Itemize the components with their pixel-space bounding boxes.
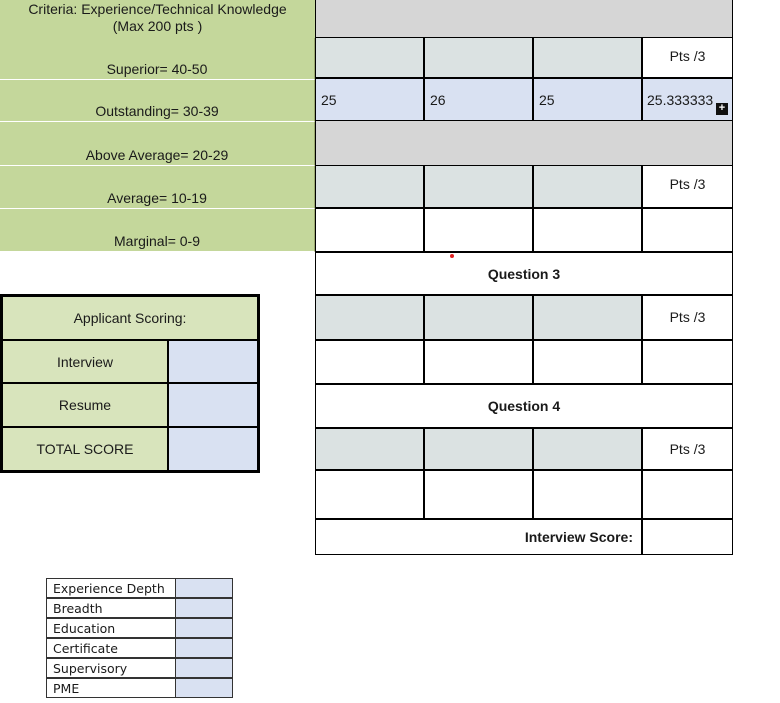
total-score-field[interactable] (168, 427, 258, 471)
factor-label: Breadth (46, 598, 176, 618)
pts-label: Pts /3 (642, 37, 733, 78)
score-cell[interactable] (424, 428, 533, 470)
criteria-title-line2: (Max 200 pts ) (112, 18, 203, 34)
pts-label: Pts /3 (642, 165, 733, 208)
grid-header-gray (315, 0, 733, 37)
score-cell[interactable] (315, 37, 424, 78)
score-cell[interactable] (533, 470, 642, 519)
score-cell[interactable] (315, 428, 424, 470)
criteria-outstanding: Outstanding= 30-39 (0, 80, 315, 122)
criteria-title-line1: Criteria: Experience/Technical Knowledge (28, 1, 287, 17)
total-score-label: TOTAL SCORE (2, 427, 168, 471)
average-value[interactable]: 25.333333 (642, 78, 733, 121)
interview-label: Interview (2, 340, 168, 383)
criteria-above-average: Above Average= 20-29 (0, 122, 315, 166)
score-cell[interactable] (424, 208, 533, 252)
interview-score-label: Interview Score: (315, 519, 642, 555)
score-cell[interactable] (533, 340, 642, 384)
score-cell[interactable] (315, 165, 424, 208)
red-dot-icon (450, 254, 454, 258)
factor-value[interactable] (175, 678, 233, 698)
applicant-scoring-header: Applicant Scoring: (2, 296, 258, 340)
grid-separator-gray (315, 121, 733, 165)
score-cell[interactable] (424, 295, 533, 340)
score-cell[interactable] (533, 428, 642, 470)
factor-label: Education (46, 618, 176, 638)
score-cell[interactable] (315, 340, 424, 384)
score-cell[interactable] (642, 340, 733, 384)
criteria-average: Average= 10-19 (0, 166, 315, 209)
factor-label: Experience Depth (46, 578, 176, 598)
score-cell[interactable] (533, 208, 642, 252)
score-cell[interactable] (315, 208, 424, 252)
question-3-label: Question 3 (315, 252, 733, 295)
factor-label: PME (46, 678, 176, 698)
factor-value[interactable] (175, 598, 233, 618)
resume-label: Resume (2, 383, 168, 427)
criteria-marginal: Marginal= 0-9 (0, 209, 315, 252)
score-cell[interactable] (642, 470, 733, 519)
criteria-superior: Superior= 40-50 (0, 38, 315, 80)
score-cell[interactable] (315, 470, 424, 519)
score-value[interactable]: 25 (315, 78, 424, 121)
resume-score-field[interactable] (168, 383, 258, 427)
score-value[interactable]: 26 (424, 78, 533, 121)
score-cell[interactable] (315, 295, 424, 340)
score-cell[interactable] (424, 37, 533, 78)
applicant-scoring-box (0, 294, 260, 473)
pts-label: Pts /3 (642, 295, 733, 340)
score-cell[interactable] (424, 165, 533, 208)
score-cell[interactable] (533, 165, 642, 208)
interview-score-value[interactable] (642, 519, 733, 555)
criteria-title: Criteria: Experience/Technical Knowledge… (0, 0, 315, 38)
pts-label: Pts /3 (642, 428, 733, 470)
factor-label: Supervisory (46, 658, 176, 678)
score-cell[interactable] (424, 340, 533, 384)
score-cell[interactable] (533, 295, 642, 340)
score-cell[interactable] (424, 470, 533, 519)
fill-handle-icon[interactable]: + (716, 103, 728, 115)
factor-value[interactable] (175, 638, 233, 658)
factor-value[interactable] (175, 658, 233, 678)
factor-value[interactable] (175, 578, 233, 598)
score-cell[interactable] (533, 37, 642, 78)
score-cell[interactable] (642, 208, 733, 252)
factor-value[interactable] (175, 618, 233, 638)
score-value[interactable]: 25 (533, 78, 642, 121)
factor-label: Certificate (46, 638, 176, 658)
question-4-label: Question 4 (315, 384, 733, 428)
interview-score-field[interactable] (168, 340, 258, 383)
